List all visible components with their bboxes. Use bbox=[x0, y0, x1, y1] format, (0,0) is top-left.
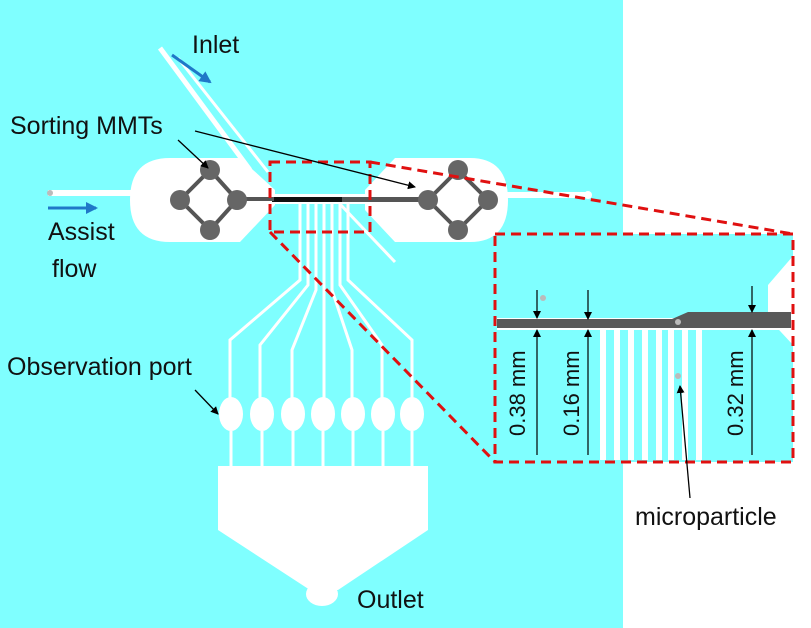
inlet-channel bbox=[157, 46, 253, 172]
mmt-node bbox=[478, 190, 498, 210]
mmt-node bbox=[170, 190, 190, 210]
zoom-bar-left bbox=[497, 319, 672, 328]
observation-port bbox=[371, 397, 395, 431]
outlet-port bbox=[306, 582, 338, 606]
left-mmt-network bbox=[170, 160, 247, 240]
sorting-bar-black bbox=[272, 197, 342, 202]
left-sorting-chamber bbox=[130, 158, 275, 242]
branch-channels bbox=[228, 204, 414, 400]
dimension-label-016: 0.16 mm bbox=[559, 350, 584, 436]
mmt-node bbox=[448, 220, 468, 240]
microparticle-dot-2 bbox=[540, 295, 546, 301]
microparticle-label: microparticle bbox=[635, 503, 777, 531]
observation-port bbox=[400, 397, 424, 431]
collection-chamber bbox=[218, 466, 428, 590]
assist-flow-label-line1: Assist bbox=[48, 218, 115, 246]
dimension-label-038: 0.38 mm bbox=[505, 350, 530, 436]
annotation-arrows bbox=[177, 130, 691, 499]
dimension-label-032: 0.32 mm bbox=[723, 350, 748, 436]
sorting-mmts-label: Sorting MMTs bbox=[10, 112, 163, 140]
microparticle-dot bbox=[675, 373, 681, 379]
mmt-node bbox=[227, 190, 247, 210]
zoom-indicator bbox=[268, 160, 795, 464]
observation-port bbox=[311, 397, 335, 431]
inlet-label: Inlet bbox=[192, 31, 240, 59]
assist-flow-label-line2: flow bbox=[52, 255, 97, 283]
left-node-link bbox=[238, 197, 274, 201]
observation-port-label: Observation port bbox=[7, 353, 192, 381]
observation-port bbox=[219, 397, 243, 431]
mmt-node bbox=[418, 190, 438, 210]
sorting-bar-dark bbox=[342, 197, 427, 202]
assist-inlet-dot bbox=[47, 190, 53, 196]
observation-port bbox=[281, 397, 305, 431]
observation-port bbox=[341, 397, 365, 431]
dimension-arrows bbox=[533, 286, 756, 455]
zoom-inset-detail bbox=[497, 256, 793, 460]
exit-channel-end bbox=[584, 191, 592, 199]
mmt-node bbox=[200, 220, 220, 240]
inlet-channel-2 bbox=[176, 57, 270, 173]
observation-ports bbox=[219, 397, 424, 431]
zoom-bar-right bbox=[688, 312, 791, 328]
observation-port bbox=[250, 397, 274, 431]
inlet-flow-arrow bbox=[171, 53, 212, 84]
outlet-label: Outlet bbox=[357, 586, 424, 614]
microparticle-dot-3 bbox=[675, 319, 681, 325]
